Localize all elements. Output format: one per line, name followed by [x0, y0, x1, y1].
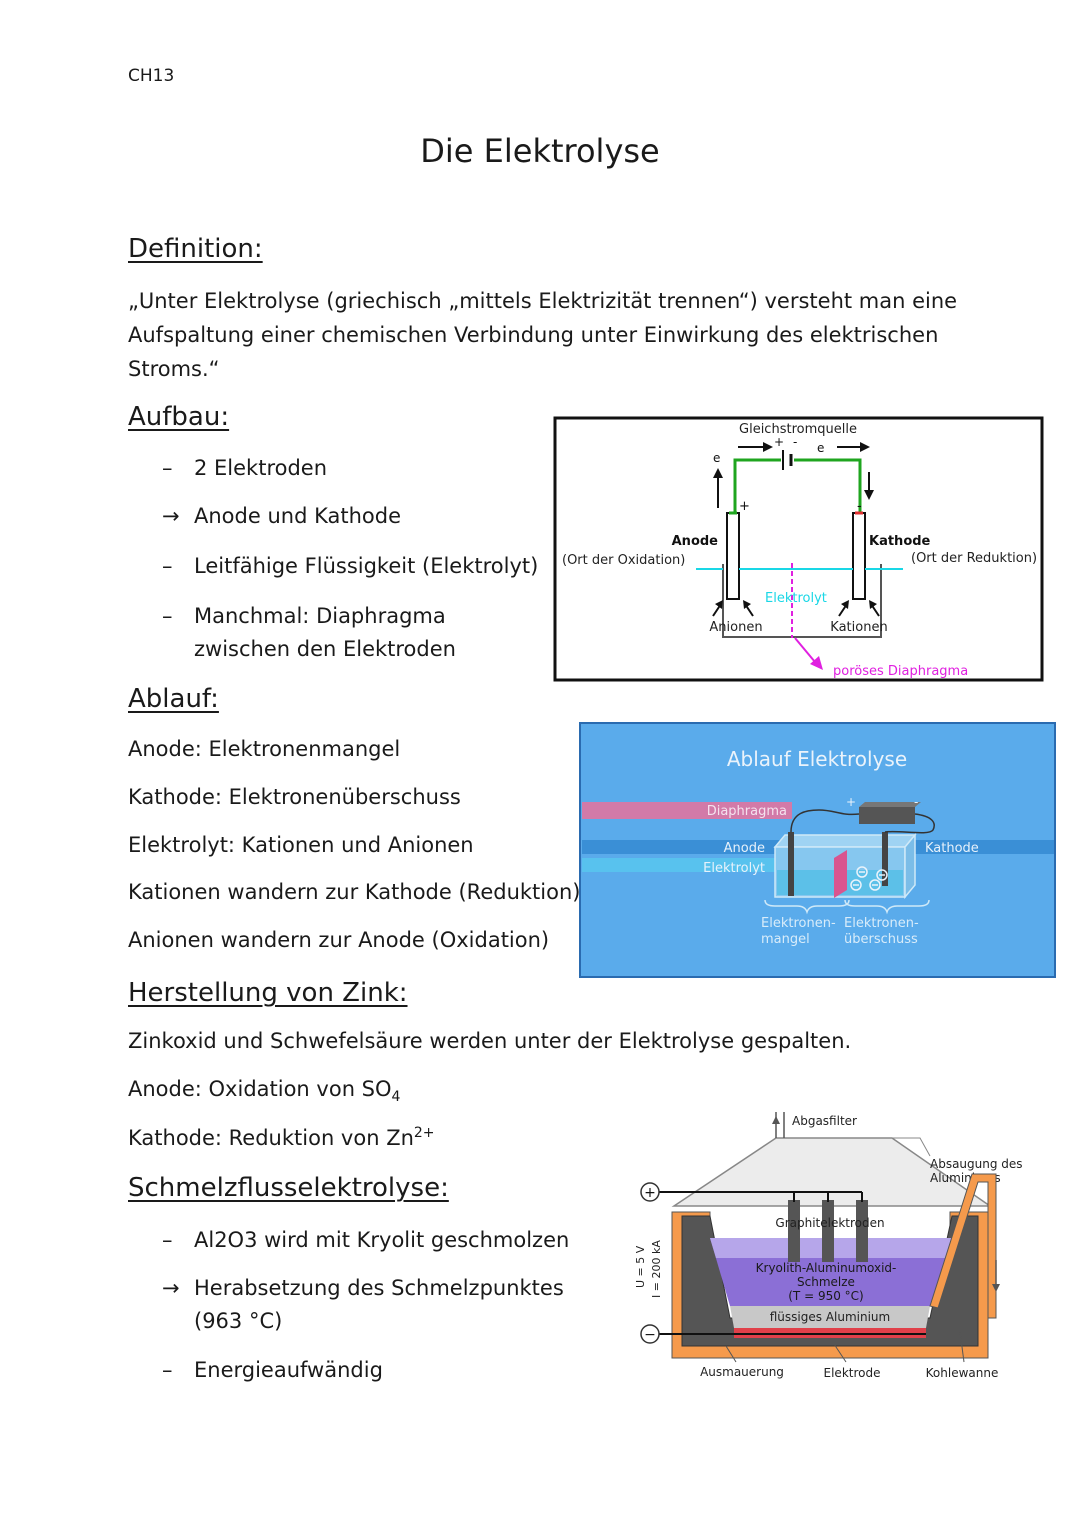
voltage-label: U = 5 V — [634, 1245, 647, 1288]
diaphragm-label: poröses Diaphragma — [833, 664, 968, 679]
schmelz-item-continuation: (963 °C) — [194, 1309, 283, 1333]
arrow-marker: → — [162, 1276, 180, 1300]
plus-terminal: + — [644, 1185, 656, 1201]
definition-text: „Unter Elektrolyse (griechisch „mittels … — [128, 284, 1008, 386]
electrolyte-label: Elektrolyt — [765, 591, 827, 606]
diaphragm-band-label: Diaphragma — [707, 804, 787, 819]
aufbau-item: → Anode und Kathode — [128, 504, 401, 528]
suction-label: Absaugung des — [930, 1157, 1023, 1171]
minus-sign: - — [914, 795, 918, 809]
melt-label: Kryolith-Aluminumoxid- — [756, 1261, 897, 1275]
arrow-marker: → — [162, 504, 180, 528]
melt-label-3: (T = 950 °C) — [788, 1289, 863, 1303]
electrolyte-band-label: Elektrolyt — [703, 861, 765, 876]
zink-anode-line: Anode: Oxidation von SO4 — [128, 1077, 400, 1105]
aufbau-item-text: Anode und Kathode — [194, 504, 401, 528]
zink-line: Zinkoxid und Schwefelsäure werden unter … — [128, 1029, 852, 1053]
schmelz-item-text: Al2O3 wird mit Kryolit geschmolzen — [194, 1228, 570, 1252]
cathode-label: Kathode — [869, 534, 931, 549]
schmelz-item: –Al2O3 wird mit Kryolit geschmolzen — [128, 1228, 569, 1252]
schmelz-item-text: Herabsetzung des Schmelzpunktes — [194, 1276, 564, 1300]
anode-sub-label: (Ort der Oxidation) — [562, 553, 685, 568]
deficit-label-2: mangel — [761, 932, 810, 947]
surplus-label: Elektronen- — [844, 916, 919, 931]
aufbau-item: –Leitfähige Flüssigkeit (Elektrolyt) — [128, 554, 538, 578]
electron-label: e — [713, 451, 720, 465]
aufbau-item-continuation: zwischen den Elektroden — [194, 637, 456, 661]
current-label: I = 200 kA — [650, 1240, 663, 1298]
aufbau-heading: Aufbau: — [128, 402, 230, 432]
electrolysis-setup-diagram: Gleichstromquelle + - e e + - poröses Di… — [553, 416, 1044, 682]
bullet-marker: – — [162, 456, 173, 480]
aufbau-item-text: Manchmal: Diaphragma — [194, 604, 446, 628]
zink-anode-text: Anode: Oxidation von SO — [128, 1077, 392, 1101]
deficit-label: Elektronen- — [761, 916, 836, 931]
document-code: CH13 — [128, 66, 175, 86]
ablauf-line: Kationen wandern zur Kathode (Reduktion) — [128, 880, 581, 904]
subscript: 4 — [391, 1089, 401, 1106]
tub-label: Kohlewanne — [926, 1366, 999, 1380]
minus-sign: - — [793, 435, 797, 449]
electrode-label: Elektrode — [824, 1366, 881, 1380]
ablauf-heading: Ablauf: — [128, 684, 219, 714]
aufbau-item: –2 Elektroden — [128, 456, 327, 480]
bullet-marker: – — [162, 1228, 173, 1252]
filter-label: Abgasfilter — [792, 1114, 857, 1128]
cations-label: Kationen — [830, 620, 887, 635]
minus-terminal: − — [644, 1327, 656, 1343]
process-title: Ablauf Elektrolyse — [727, 747, 907, 771]
cathode-sub-label: (Ort der Reduktion) — [911, 551, 1037, 566]
page-title: Die Elektrolyse — [420, 132, 660, 170]
aluminium-electrolysis-diagram: Abgasfilter Absaugung des Aluminiums flü… — [634, 1112, 1023, 1380]
plus-sign: + — [774, 435, 784, 449]
anions-label: Anionen — [709, 620, 762, 635]
surplus-label-2: überschuss — [844, 932, 918, 947]
graphite-electrodes-label: Graphitelektroden — [775, 1216, 884, 1230]
anode-plus: + — [739, 499, 750, 514]
ablauf-line: Kathode: Elektronenüberschuss — [128, 785, 461, 809]
plus-sign: + — [846, 795, 856, 809]
anode-label: Anode — [672, 534, 719, 549]
zink-heading: Herstellung von Zink: — [128, 978, 408, 1008]
zink-cathode-text: Kathode: Reduktion von Zn — [128, 1126, 414, 1150]
aufbau-item: –Manchmal: Diaphragma — [128, 604, 446, 628]
schmelz-heading: Schmelzflusselektrolyse: — [128, 1173, 449, 1203]
zink-cathode-line: Kathode: Reduktion von Zn2+ — [128, 1125, 435, 1150]
ablauf-line: Anionen wandern zur Anode (Oxidation) — [128, 928, 550, 952]
definition-line: Stroms.“ — [128, 357, 220, 381]
cathode-band-label: Kathode — [925, 841, 979, 856]
bullet-marker: – — [162, 604, 173, 628]
ablauf-line: Anode: Elektronenmangel — [128, 737, 401, 761]
electrolysis-process-diagram: Ablauf Elektrolyse Diaphragma Anode Kath… — [579, 722, 1056, 978]
bullet-marker: – — [162, 1358, 173, 1382]
definition-line: „Unter Elektrolyse (griechisch „mittels … — [128, 289, 958, 313]
cathode-minus: - — [857, 499, 862, 514]
aufbau-item-text: Leitfähige Flüssigkeit (Elektrolyt) — [194, 554, 539, 578]
ablauf-line: Elektrolyt: Kationen und Anionen — [128, 833, 474, 857]
power-source-label: Gleichstromquelle — [739, 422, 857, 437]
aufbau-item-text: 2 Elektroden — [194, 456, 328, 480]
definition-heading: Definition: — [128, 234, 263, 264]
schmelz-item: → Herabsetzung des Schmelzpunktes — [128, 1276, 564, 1300]
schmelz-item: –Energieaufwändig — [128, 1358, 383, 1382]
liquid-aluminium-label: flüssiges Aluminium — [770, 1310, 890, 1324]
superscript: 2+ — [413, 1125, 435, 1141]
melt-label-2: Schmelze — [797, 1275, 855, 1289]
definition-line: Aufspaltung einer chemischen Verbindung … — [128, 323, 939, 347]
bullet-marker: – — [162, 554, 173, 578]
anode-band-label: Anode — [724, 841, 765, 856]
lining-label: Ausmauerung — [700, 1365, 784, 1379]
schmelz-item-text: Energieaufwändig — [194, 1358, 383, 1382]
electron-label: e — [817, 441, 824, 455]
